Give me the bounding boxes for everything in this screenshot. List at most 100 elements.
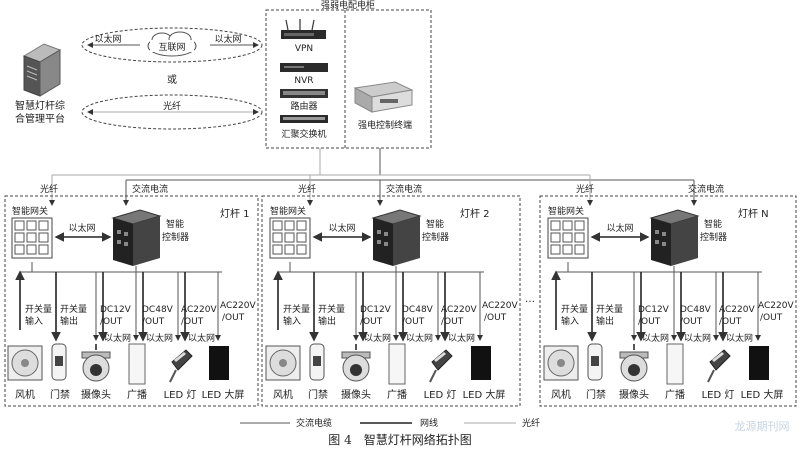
fiber-label-pole2: 光纤 bbox=[298, 183, 316, 195]
controller-label-l1: 智能 bbox=[426, 218, 444, 230]
output-3-l2: /OUT bbox=[360, 317, 383, 327]
legend: 交流电缆 网线 光纤 bbox=[240, 417, 540, 429]
output-6-l2: /OUT bbox=[760, 313, 783, 323]
internet-cloud-icon bbox=[147, 31, 197, 57]
controller-label-l2: 控制器 bbox=[422, 231, 449, 243]
cabinet-frame bbox=[265, 9, 432, 149]
device-label-speaker: 广播 bbox=[387, 388, 407, 401]
device-label-led-light: LED 灯 bbox=[164, 389, 197, 401]
device-label-speaker: 广播 bbox=[127, 388, 147, 401]
distribution-cabinet: 强弱电配电柜 VPN NVR 路由器 汇聚交换机 bbox=[265, 0, 432, 149]
eth-small-2: 以太网 bbox=[406, 332, 433, 344]
output-5-l1: AC220V bbox=[719, 305, 755, 315]
output-4-l2: /OUT bbox=[142, 317, 165, 327]
pole-title: 灯杆 N bbox=[738, 208, 769, 220]
output-5-l2: /OUT bbox=[181, 317, 204, 327]
access-control-icon bbox=[51, 343, 67, 381]
speaker-icon bbox=[128, 343, 146, 385]
output-4-l1: DC48V bbox=[402, 305, 434, 315]
platform-label-line2: 合管理平台 bbox=[15, 112, 65, 125]
camera-icon bbox=[341, 344, 371, 382]
access-control-icon bbox=[309, 343, 325, 381]
gateway-label: 智能网关 bbox=[270, 205, 306, 217]
eth-small-2: 以太网 bbox=[684, 332, 711, 344]
pole-frame bbox=[261, 195, 521, 407]
led-light-icon bbox=[707, 349, 731, 383]
speaker-icon bbox=[666, 343, 684, 385]
nvr-label: NVR bbox=[294, 76, 313, 86]
or-label: 或 bbox=[167, 74, 177, 86]
output-1-l1: 开关量 bbox=[283, 303, 310, 315]
ethernet-label-left: 以太网 bbox=[94, 33, 121, 45]
output-5-l2: /OUT bbox=[719, 317, 742, 327]
output-4-l1: DC48V bbox=[142, 305, 174, 315]
controller-icon bbox=[111, 209, 162, 266]
switch-label: 汇聚交换机 bbox=[281, 128, 326, 140]
nvr-device-icon bbox=[280, 63, 328, 72]
gateway-ethernet-label: 以太网 bbox=[68, 222, 95, 234]
ethernet-label-right: 以太网 bbox=[214, 33, 241, 45]
device-label-access: 门禁 bbox=[50, 388, 70, 401]
output-1-l1: 开关量 bbox=[561, 303, 588, 315]
network-options: 以太网 互联网 以太网 或 光纤 bbox=[81, 27, 263, 130]
camera-icon bbox=[619, 344, 649, 382]
pole-title: 灯杆 2 bbox=[460, 208, 490, 220]
control-terminal-label: 强电控制终端 bbox=[358, 119, 412, 131]
legend-fiber: 光纤 bbox=[522, 417, 540, 429]
device-label-led-screen: LED 大屏 bbox=[202, 388, 245, 401]
ac-label-polen: 交流电流 bbox=[688, 183, 724, 195]
led-light-icon bbox=[429, 349, 453, 383]
device-label-led-light: LED 灯 bbox=[424, 389, 457, 401]
output-2-l2: 输出 bbox=[60, 315, 78, 327]
device-label-led-light: LED 灯 bbox=[702, 389, 735, 401]
output-3-l2: /OUT bbox=[638, 317, 661, 327]
pole-title: 灯杆 1 bbox=[220, 208, 250, 220]
output-2-l1: 开关量 bbox=[596, 303, 623, 315]
controller-icon bbox=[649, 209, 700, 266]
output-2-l1: 开关量 bbox=[60, 303, 87, 315]
device-label-camera: 摄像头 bbox=[619, 388, 649, 401]
led-light-icon bbox=[169, 349, 193, 383]
output-6-l1: AC220V bbox=[482, 301, 518, 311]
management-platform: 智慧灯杆综 合管理平台 bbox=[15, 43, 65, 125]
vpn-device-icon bbox=[281, 19, 326, 39]
output-3-l1: DC12V bbox=[638, 305, 670, 315]
trunk-lines bbox=[49, 148, 697, 206]
output-6-l1: AC220V bbox=[220, 301, 256, 311]
device-label-led-screen: LED 大屏 bbox=[463, 388, 506, 401]
router-label: 路由器 bbox=[290, 100, 317, 112]
device-label-camera: 摄像头 bbox=[81, 388, 111, 401]
eth-small-2: 以太网 bbox=[146, 332, 173, 344]
eth-small-3: 以太网 bbox=[448, 332, 475, 344]
output-4-l1: DC48V bbox=[680, 305, 712, 315]
platform-label-line1: 智慧灯杆综 bbox=[15, 99, 65, 112]
device-label-access: 门禁 bbox=[586, 388, 606, 401]
fiber-ellipse bbox=[81, 94, 263, 130]
device-label-fan: 风机 bbox=[15, 388, 35, 401]
pole-group-n: 灯杆 N 智能网关 以太网 智能 控制器 开关量 输入 bbox=[539, 195, 797, 407]
fiber-label-top: 光纤 bbox=[163, 100, 181, 112]
eth-small-1: 以太网 bbox=[642, 332, 669, 344]
pole-group-2: 灯杆 2 智能网关 以太网 智能 控制器 开关量 输入 bbox=[261, 195, 521, 407]
output-3-l1: DC12V bbox=[360, 305, 392, 315]
ellipsis: … bbox=[525, 294, 535, 305]
server-icon bbox=[22, 43, 62, 97]
output-5-l1: AC220V bbox=[441, 305, 477, 315]
device-label-speaker: 广播 bbox=[665, 388, 685, 401]
output-6-l2: /OUT bbox=[484, 313, 507, 323]
controller-icon bbox=[371, 209, 422, 266]
legend-ac-cable: 交流电缆 bbox=[296, 417, 332, 429]
pole-frame bbox=[539, 195, 797, 407]
gateway-label: 智能网关 bbox=[12, 205, 48, 217]
fan-icon bbox=[265, 345, 301, 381]
figure-caption: 图 4 智慧灯杆网络拓扑图 bbox=[328, 432, 471, 447]
fiber-label-polen: 光纤 bbox=[576, 183, 594, 195]
output-2-l2: 输出 bbox=[318, 315, 336, 327]
vpn-label: VPN bbox=[295, 44, 313, 54]
output-3-l2: /OUT bbox=[100, 317, 123, 327]
speaker-icon bbox=[388, 343, 406, 385]
controller-label-l2: 控制器 bbox=[162, 231, 189, 243]
access-control-icon bbox=[587, 343, 603, 381]
gateway-icon bbox=[11, 217, 53, 259]
